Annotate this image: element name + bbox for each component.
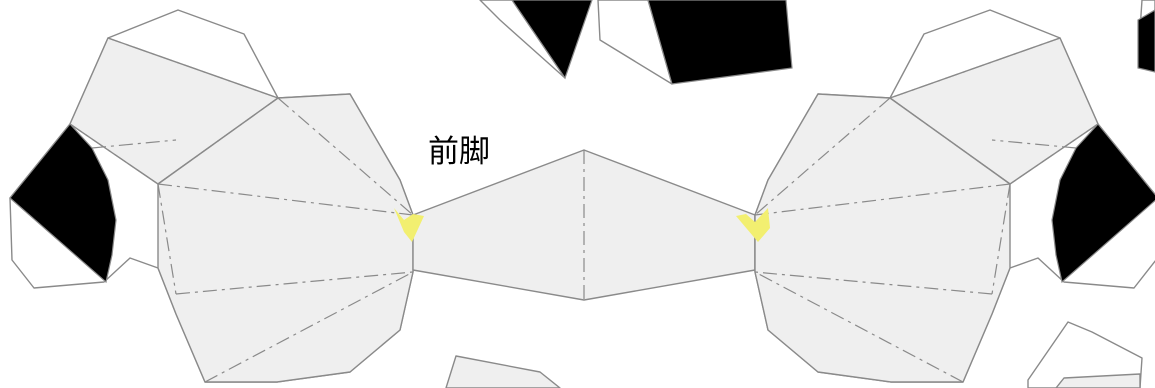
- right-paw-piece: [754, 9, 1155, 383]
- left-paw-piece: [9, 9, 414, 383]
- front-leg-center-panel: [412, 149, 756, 301]
- bottom-right-piece: [1027, 321, 1143, 388]
- left-paw-black-pad: [9, 123, 117, 284]
- left-paw-main-facet: [157, 93, 414, 383]
- right-paw-black-pad: [1051, 123, 1155, 284]
- right-paw-main-facet: [754, 93, 1011, 383]
- top-middle-black-piece: [597, 0, 793, 85]
- right-glue-tab: [736, 208, 770, 242]
- bottom-center-piece: [445, 355, 561, 388]
- top-right-black-piece: [1137, 0, 1155, 73]
- front-leg-label: 前脚: [428, 134, 490, 170]
- top-left-black-piece: [479, 0, 593, 80]
- left-glue-tab: [394, 208, 424, 242]
